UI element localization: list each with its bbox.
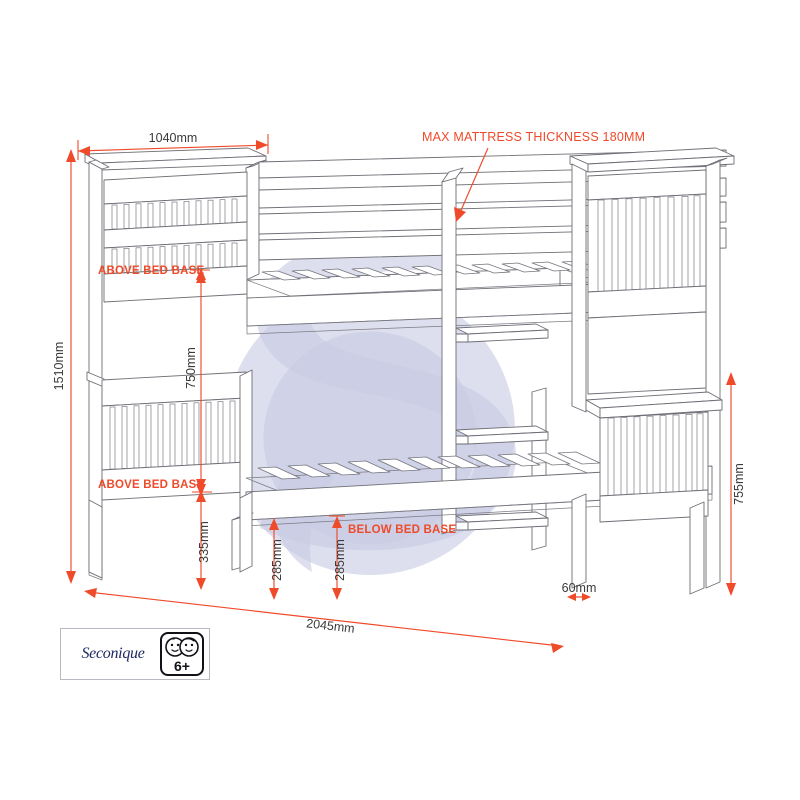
dim-width-1040: 1040mm	[77, 131, 269, 160]
dim-label-755: 755mm	[732, 463, 746, 505]
dim-lower-clearance-335: 335mm	[196, 490, 211, 590]
dim-label-285-left: 285mm	[270, 539, 284, 581]
annotation-above-bed-base-lower: ABOVE BED BASE	[98, 479, 212, 493]
brand-name: Seconique	[81, 645, 145, 662]
upper-right-end-panel	[569, 147, 735, 589]
two-children-faces-icon	[165, 637, 199, 657]
dim-label-60: 60mm	[562, 581, 597, 595]
dim-label-1510: 1510mm	[52, 342, 66, 391]
label-above-bed-base-upper: ABOVE BED BASE	[98, 265, 204, 277]
brand-badge-box: Seconique 6+	[60, 628, 210, 680]
upper-left-end-panel	[84, 147, 267, 579]
lower-bunk-slats	[257, 451, 601, 480]
label-mattress-thickness: MAX MATTRESS THICKNESS 180MM	[422, 130, 645, 144]
lower-left-spindles	[109, 400, 236, 470]
dim-label-285-right: 285mm	[333, 539, 347, 581]
upper-right-spindles	[597, 195, 701, 293]
dim-length-2045: 2045mm	[84, 588, 564, 653]
dim-label-750: 750mm	[184, 347, 198, 389]
dim-label-335: 335mm	[197, 521, 211, 563]
dim-post-width-60: 60mm	[562, 581, 597, 601]
brand-logo: Seconique	[66, 632, 160, 676]
age-rating-badge: 6+	[160, 632, 204, 676]
upper-spindles-band1	[111, 198, 238, 230]
label-above-bed-base-lower: ABOVE BED BASE	[98, 479, 204, 491]
lower-bunk-base	[231, 451, 713, 571]
label-below-bed-base: BELOW BED BASE	[348, 524, 456, 536]
dim-height-1510: 1510mm	[52, 149, 76, 584]
callout-mattress-thickness: MAX MATTRESS THICKNESS 180MM	[422, 130, 645, 222]
dim-label-2045: 2045mm	[305, 616, 355, 635]
lower-right-end-panel	[571, 391, 723, 595]
dim-under-bed-285-left: 285mm	[269, 518, 284, 600]
dim-under-bed-285-right: 285mm BELOW BED BASE	[329, 515, 456, 600]
dim-label-1040: 1040mm	[149, 131, 198, 145]
dim-lower-bunk-height-755: 755mm	[726, 372, 746, 596]
left-legs	[88, 491, 253, 581]
age-rating-label: 6+	[174, 658, 190, 674]
upper-spindles-band2	[111, 242, 238, 274]
